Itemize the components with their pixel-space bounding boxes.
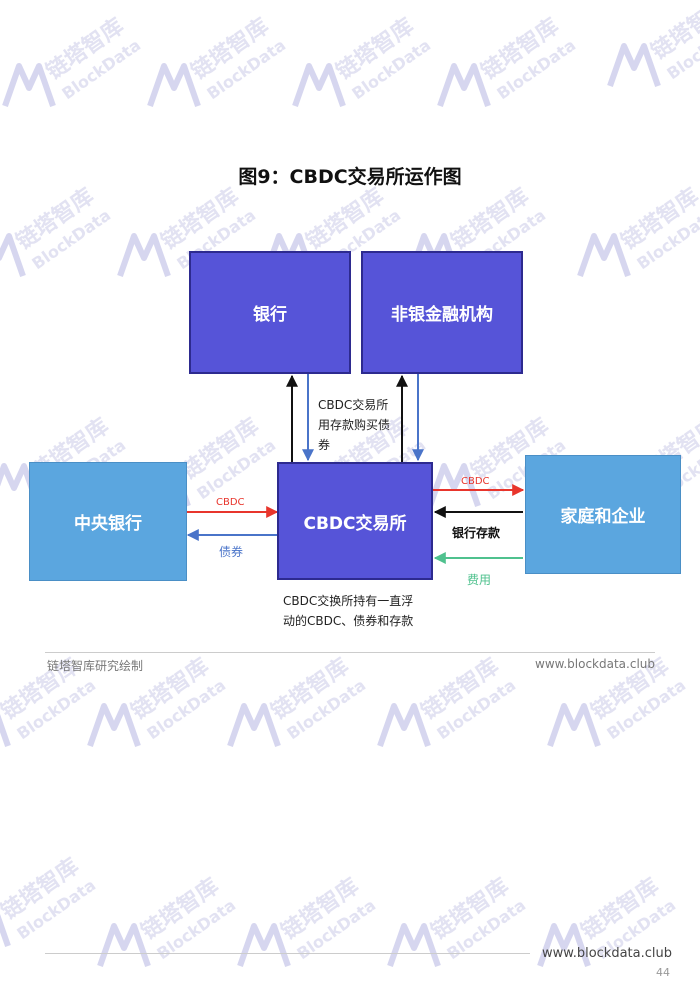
footer-site: www.blockdata.club	[535, 657, 655, 671]
node-exchange: CBDC交易所	[277, 462, 433, 580]
page-number: 44	[656, 966, 670, 979]
node-household: 家庭和企业	[525, 455, 681, 574]
footer-divider	[45, 652, 655, 653]
label-exchange-note: CBDC交换所持有一直浮动的CBDC、债券和存款	[283, 594, 414, 628]
node-central-bank: 中央银行	[29, 462, 187, 581]
node-nonbank: 非银金融机构	[361, 251, 523, 374]
page-footer-divider	[45, 953, 530, 954]
label-household-deposit: 银行存款	[452, 526, 501, 540]
label-exchange-to-banks: CBDC交易所用存款购买债券	[318, 398, 391, 452]
label-household-fee: 费用	[467, 573, 492, 587]
figure-title: 图9：CBDC交易所运作图	[238, 166, 462, 188]
footer-source: 链塔智库研究绘制	[47, 659, 144, 673]
node-bank: 银行	[189, 251, 351, 374]
label-household-cbdc: CBDC	[461, 476, 490, 487]
page-footer-site: www.blockdata.club	[542, 946, 672, 961]
label-central-bonds: 债券	[219, 545, 244, 559]
label-central-cbdc: CBDC	[216, 497, 245, 508]
